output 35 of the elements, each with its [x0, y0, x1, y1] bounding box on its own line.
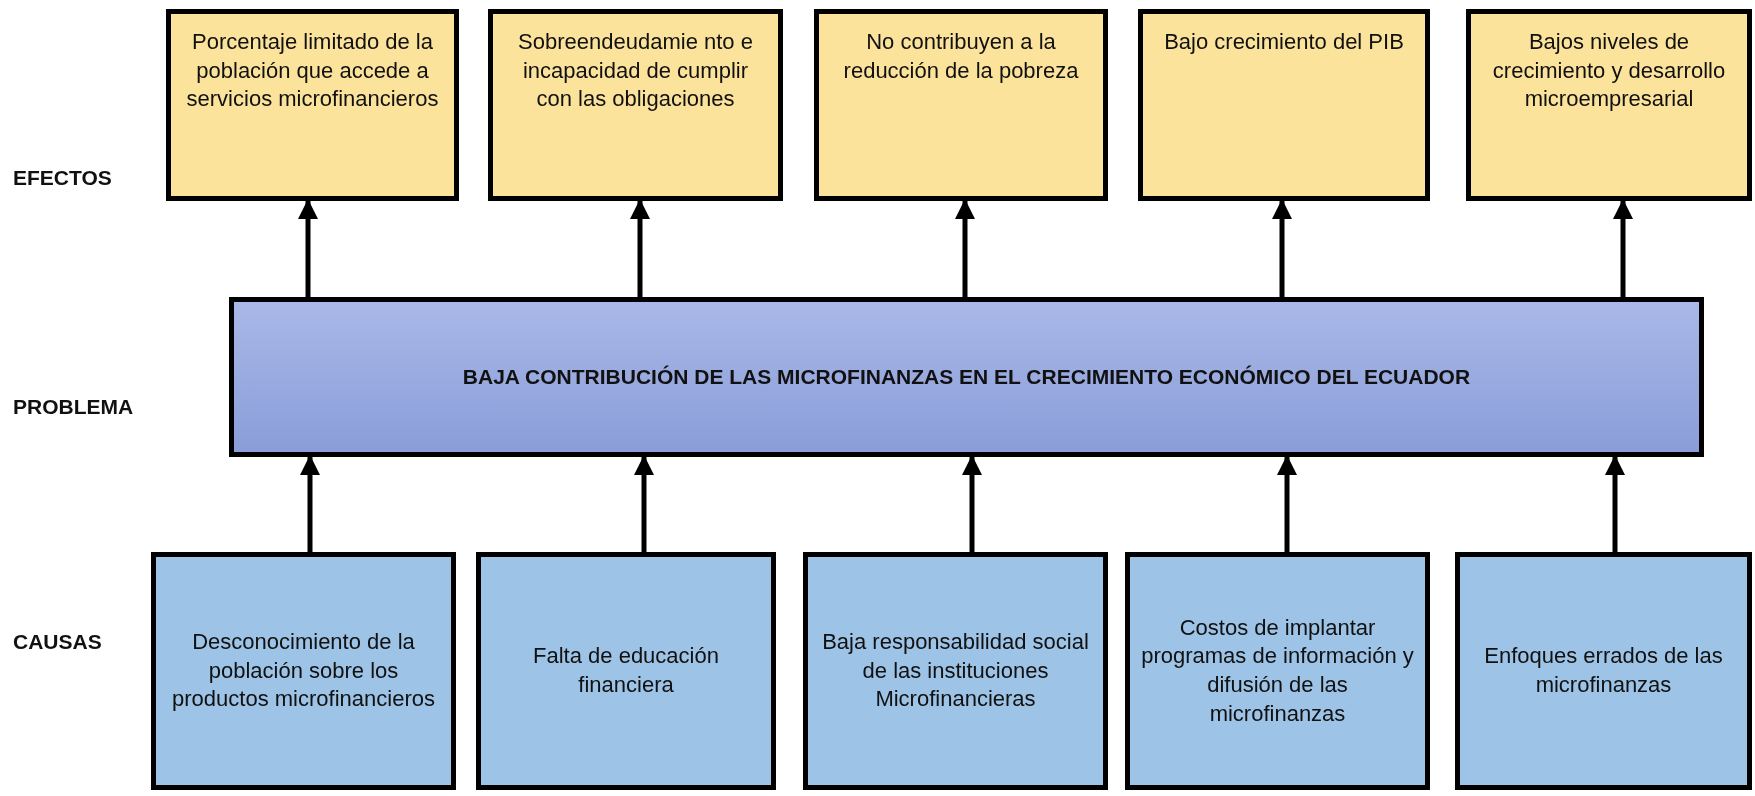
box-text: Bajo crecimiento del PIB — [1164, 28, 1404, 56]
cause-box — [1455, 552, 1752, 790]
arrow — [630, 199, 650, 297]
arrow — [634, 455, 654, 552]
arrow — [300, 455, 320, 552]
arrow — [1613, 199, 1633, 297]
box-text: Falta de educación financiera — [532, 642, 720, 699]
arrow — [955, 199, 975, 297]
effect-box — [488, 9, 783, 201]
box-text: No contribuyen a la reducción de la pobreza — [842, 28, 1080, 85]
box-text: Desconocimiento de la población sobre los productos microfinancieros — [171, 628, 436, 714]
problem-box — [229, 297, 1704, 457]
effect-box — [166, 9, 459, 201]
box-text: Costos de implantar programas de información y difusión de las microfinanzas — [1140, 613, 1415, 728]
cause-box — [1125, 552, 1430, 790]
cause-box — [151, 552, 456, 790]
arrow — [962, 455, 982, 552]
arrow — [298, 199, 318, 297]
arrow — [1272, 199, 1292, 297]
effect-box — [1138, 9, 1430, 201]
arrow — [1277, 455, 1297, 552]
cause-box — [803, 552, 1108, 790]
box-text: Baja responsabilidad social de las instituciones Microfinancieras — [821, 628, 1090, 714]
box-text: Enfoques errados de las microfinanzas — [1483, 642, 1724, 699]
row-label: EFECTOS — [13, 166, 112, 190]
row-label: PROBLEMA — [13, 395, 134, 419]
row-label: CAUSAS — [13, 630, 102, 654]
cause-box — [476, 552, 776, 790]
effect-box — [814, 9, 1108, 201]
box-text: Bajos niveles de crecimiento y desarrollo microempresarial — [1491, 28, 1727, 114]
box-text: Sobreendeudamie nto e incapacidad de cumplir con las obligaciones — [517, 28, 754, 114]
effect-box — [1466, 9, 1752, 201]
box-text: BAJA CONTRIBUCIÓN DE LAS MICROFINANZAS EN EL CRECIMIENTO ECONÓMICO DEL ECUADOR — [462, 364, 1471, 391]
arrow — [1605, 455, 1625, 552]
box-text: Porcentaje limitado de la población que accede a servicios microfinancieros — [185, 28, 440, 114]
